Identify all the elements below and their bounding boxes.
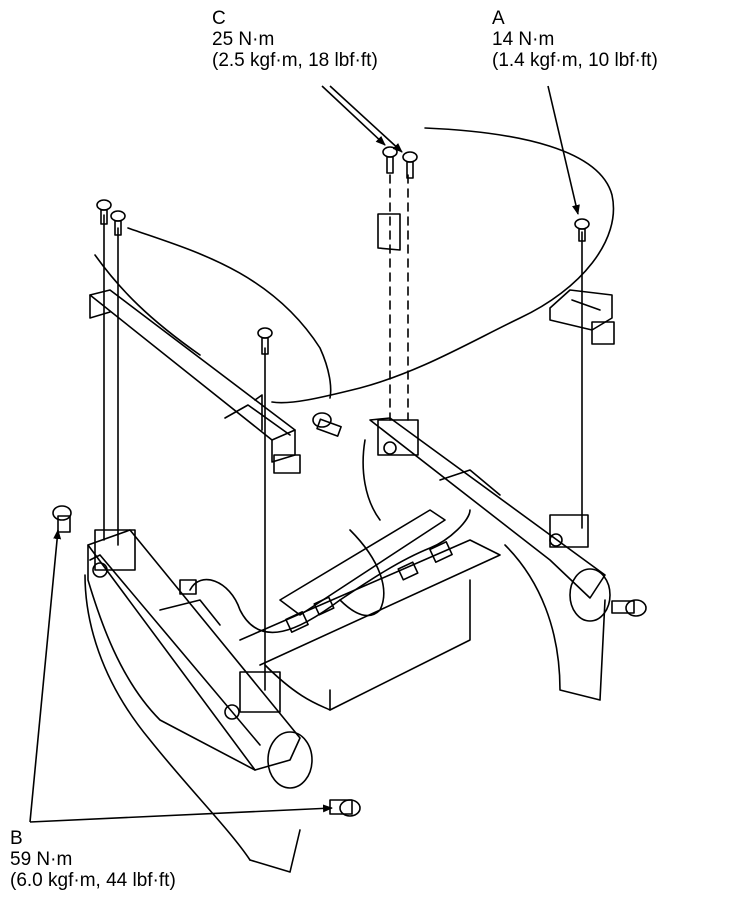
arrow-c-1	[321, 85, 386, 146]
callout-b-letter: B	[10, 828, 23, 849]
callout-b: B 59 N·m (6.0 kgf·m, 44 lbf·ft)	[10, 828, 176, 891]
callout-c-letter: C	[212, 8, 226, 29]
callout-c: C 25 N·m (2.5 kgf·m, 18 lbf·ft)	[212, 8, 378, 71]
arrow-b-2	[29, 804, 333, 823]
callout-c-torque: 25 N·m	[212, 29, 275, 50]
leader-arrows	[29, 85, 580, 823]
seat-cushion-outline	[271, 127, 615, 404]
arrow-c-2	[329, 85, 403, 153]
callout-a-torque: 14 N·m	[492, 29, 555, 50]
seat-cushion-left-curve	[127, 227, 332, 399]
callout-a: A 14 N·m (1.4 kgf·m, 10 lbf·ft)	[492, 8, 658, 71]
callout-b-torque: 59 N·m	[10, 849, 73, 870]
c-bracket	[377, 213, 401, 251]
arrow-a	[547, 85, 580, 215]
callout-a-alt: (1.4 kgf·m, 10 lbf·ft)	[492, 50, 658, 71]
callout-c-alt: (2.5 kgf·m, 18 lbf·ft)	[212, 50, 378, 71]
right-lower-track	[362, 417, 611, 701]
bolt-lines	[103, 214, 583, 691]
bolt-lines-dashed	[389, 174, 409, 421]
callout-a-letter: A	[492, 8, 505, 29]
cross-member	[239, 509, 501, 711]
bolts	[52, 146, 647, 817]
wire-harness	[179, 509, 471, 634]
left-lower-track	[84, 529, 313, 873]
callout-b-alt: (6.0 kgf·m, 44 lbf·ft)	[10, 870, 176, 891]
arrow-b-1	[29, 529, 62, 823]
left-upper-rail	[89, 289, 301, 474]
right-upper-bracket	[549, 289, 615, 345]
